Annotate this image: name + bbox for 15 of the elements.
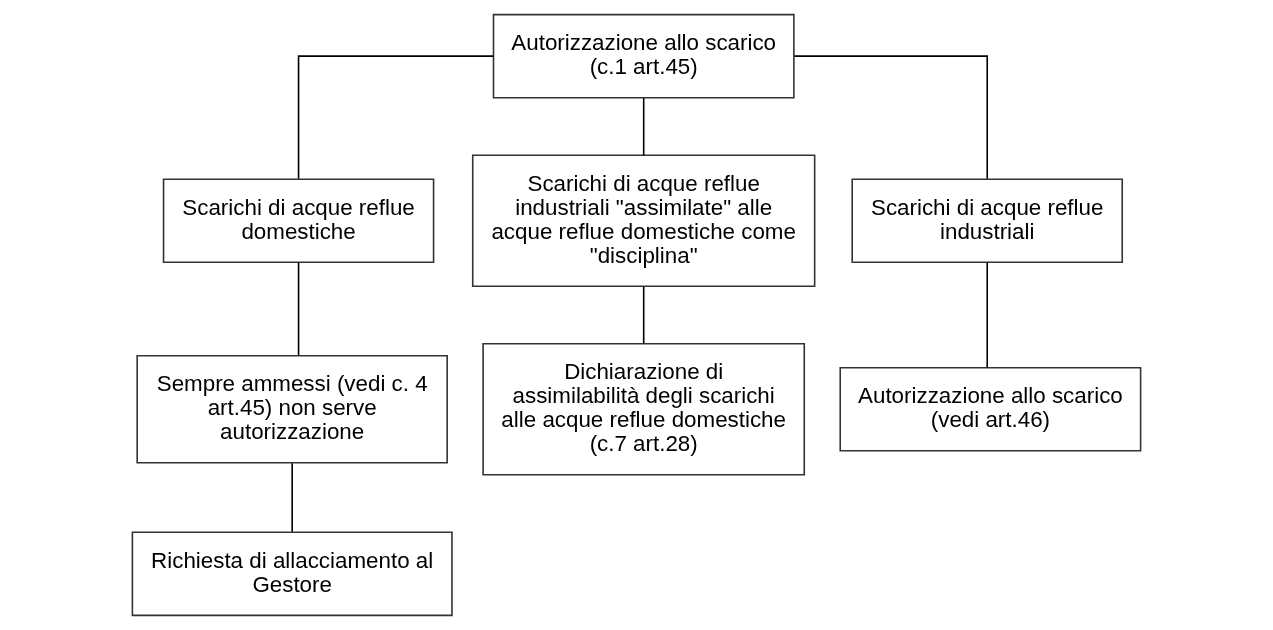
node-box: Dichiarazione di assimilabilità degli scarichi alle acque reflue domestiche (c.7 art.28) (482, 342, 806, 476)
node-box: Sempre ammessi (vedi c. 4 art.45) non serve autorizzazione (136, 354, 448, 464)
node-box: Scarichi di acque reflue industriali "assimilate" alle acque reflue domestiche come "disciplina" (471, 154, 816, 288)
connector (793, 55, 988, 180)
connector (642, 97, 645, 156)
node-box: Scarichi di acque reflue industriali (851, 178, 1124, 264)
connector (297, 55, 495, 180)
node-box: Richiesta di allacciamento al Gestore (131, 531, 453, 617)
connector (642, 285, 645, 345)
connector (297, 261, 300, 357)
node-box: Autorizzazione allo scarico (vedi art.46) (839, 366, 1142, 452)
node-box: Autorizzazione allo scarico (c.1 art.45) (492, 13, 795, 99)
connector (291, 462, 293, 533)
connector (986, 261, 988, 369)
node-box: Scarichi di acque reflue domestiche (162, 178, 435, 264)
